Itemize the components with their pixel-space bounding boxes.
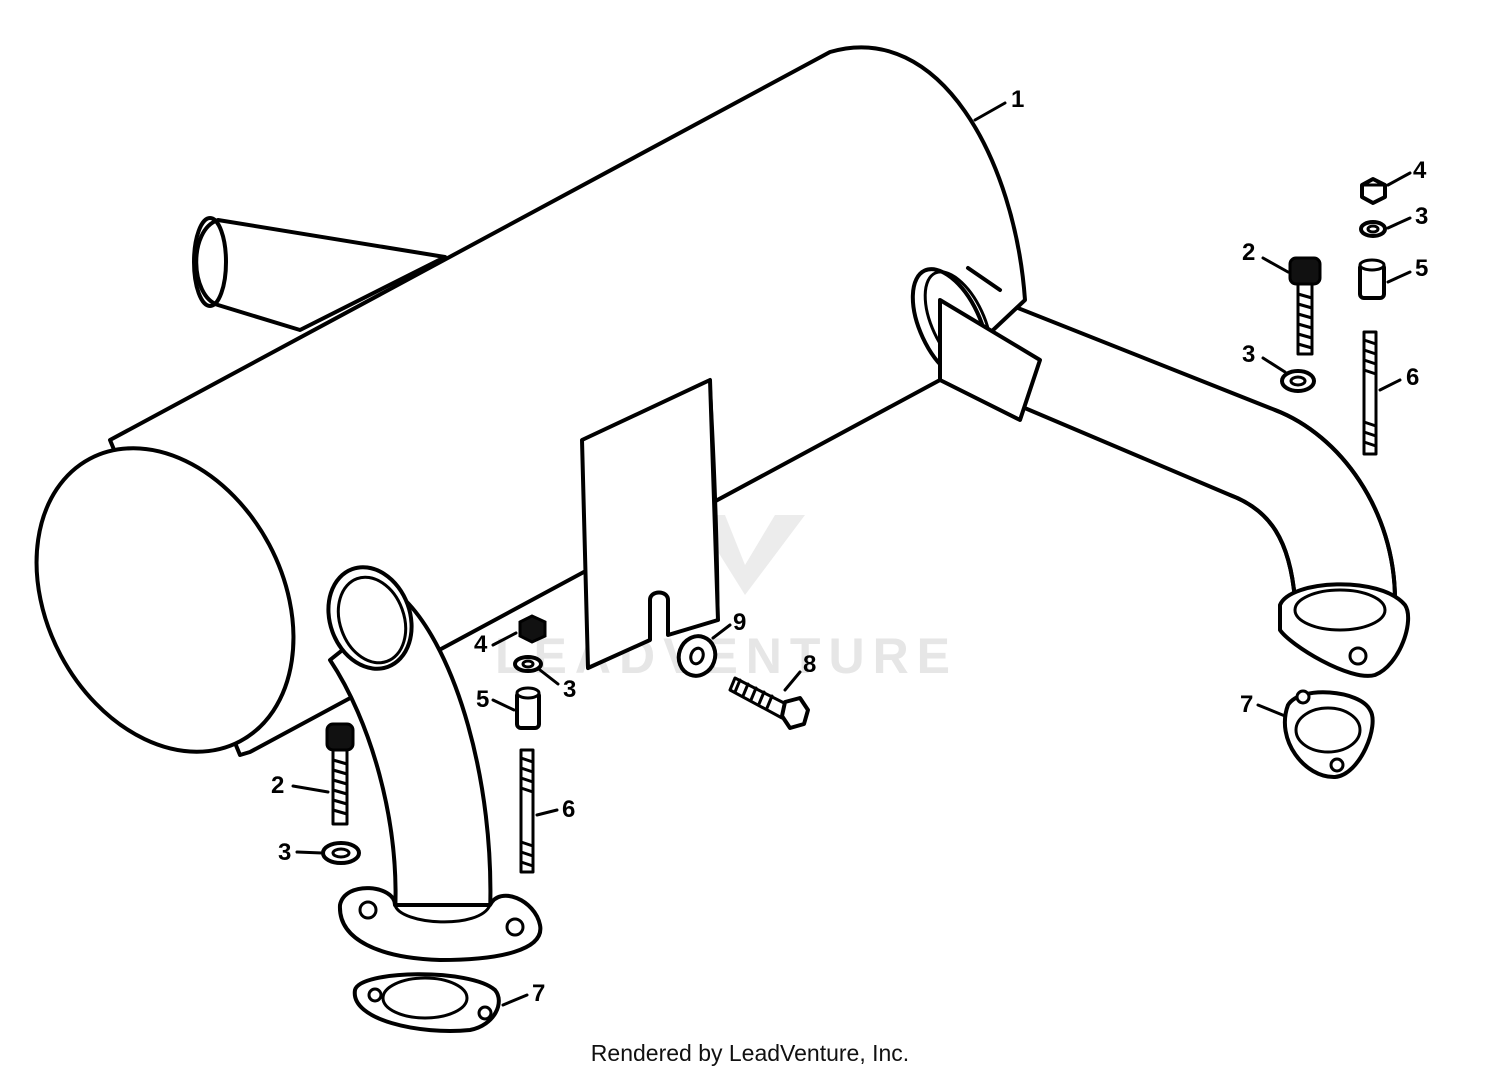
right-gasket bbox=[1282, 689, 1375, 780]
leader-lines bbox=[291, 101, 1412, 1007]
right-pipe-collar bbox=[910, 266, 1042, 422]
callout-2-right: 2 bbox=[1242, 239, 1255, 266]
callout-5-right: 5 bbox=[1415, 255, 1428, 282]
callout-3-right-top: 3 bbox=[1415, 203, 1428, 230]
callout-9: 9 bbox=[733, 609, 746, 636]
callouts: 1 4 3 2 5 3 6 9 8 4 3 5 2 6 3 7 7 bbox=[271, 86, 1428, 1007]
callout-3-left-bottom: 3 bbox=[278, 839, 291, 866]
left-pipe-flange bbox=[337, 886, 543, 962]
watermark-text: LEADVENTURE bbox=[495, 628, 958, 684]
left-exhaust-pipe bbox=[326, 565, 493, 917]
callout-6-left: 6 bbox=[562, 796, 575, 823]
rendered-by-credit: Rendered by LeadVenture, Inc. bbox=[590, 1040, 910, 1066]
callout-2-left: 2 bbox=[271, 772, 284, 799]
callout-4-left: 4 bbox=[474, 631, 488, 658]
left-hardware bbox=[321, 614, 810, 874]
callout-5-left: 5 bbox=[476, 686, 489, 713]
callout-1: 1 bbox=[1011, 86, 1024, 113]
watermark: LEADVENTURE bbox=[495, 400, 958, 684]
right-hardware bbox=[1280, 177, 1387, 456]
callout-8: 8 bbox=[803, 651, 816, 678]
callout-7-left: 7 bbox=[532, 980, 545, 1007]
callout-3-left-top: 3 bbox=[563, 676, 576, 703]
right-exhaust-pipe bbox=[933, 283, 1397, 602]
callout-3-right-bottom: 3 bbox=[1242, 341, 1255, 368]
muffler-body bbox=[34, 45, 1027, 757]
tailpipe bbox=[192, 216, 447, 332]
right-pipe-flange bbox=[1278, 582, 1411, 678]
heat-shield bbox=[580, 378, 720, 670]
callout-7-right: 7 bbox=[1240, 691, 1253, 718]
callout-6-right: 6 bbox=[1406, 364, 1419, 391]
left-gasket bbox=[352, 972, 501, 1033]
callout-4-right: 4 bbox=[1413, 157, 1427, 184]
